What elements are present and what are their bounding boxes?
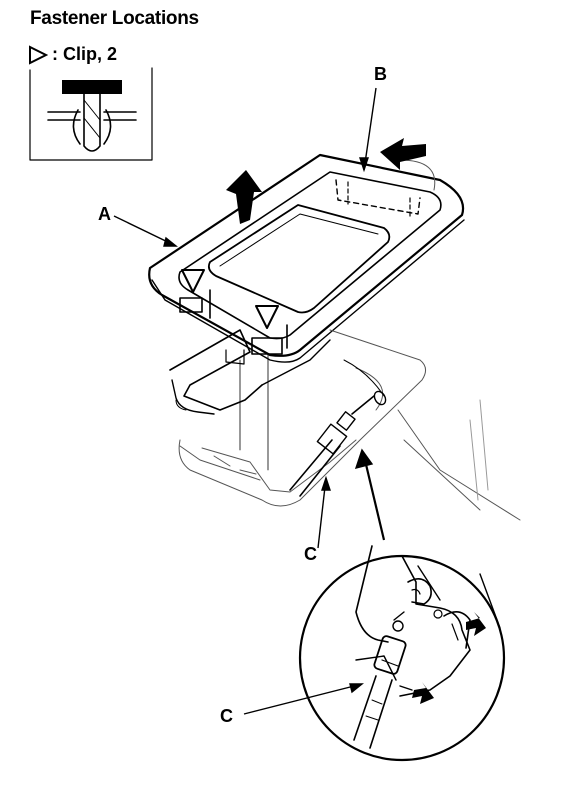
release-arrow-1 [466,612,486,636]
console-lid-outer [148,153,465,357]
lift-arrow [226,170,262,224]
clip-detail-inset [29,67,153,161]
release-arrow-2 [412,682,434,704]
page-title: Fastener Locations [30,8,199,29]
clip-legend: : Clip, 2 [28,44,117,65]
triangle-clip-icon [29,44,48,65]
push-arrow-b [380,138,426,170]
clip-marker-2 [255,305,279,329]
legend-text: : Clip, 2 [52,44,118,64]
clip-marker-1 [181,269,205,293]
callout-c-lower: C [220,706,233,726]
callout-a: A [98,204,111,224]
callout-c-upper: C [304,544,317,564]
callout-b: B [374,64,387,84]
